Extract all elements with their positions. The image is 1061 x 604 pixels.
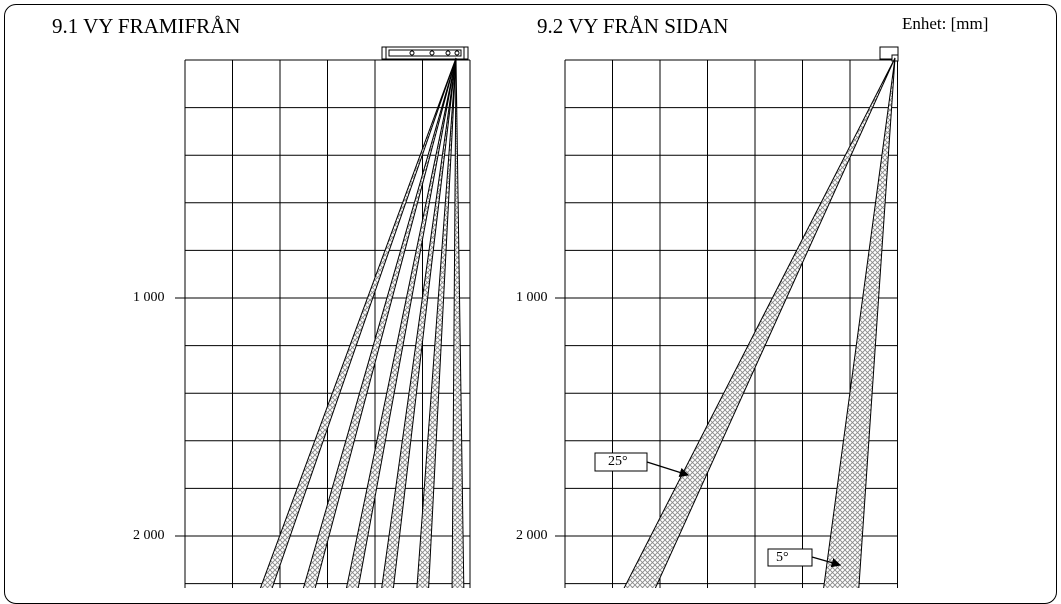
front-beam — [259, 57, 457, 588]
callout-25-label: 25° — [608, 454, 628, 469]
front-view-beams — [259, 57, 465, 588]
front-tick-2000: 2 000 — [133, 528, 165, 543]
side-view-grid — [555, 59, 898, 588]
side-view-title: 9.2 VY FRÅN SIDAN — [537, 14, 729, 38]
side-beam-25deg — [623, 57, 896, 588]
diagram-canvas — [175, 46, 899, 588]
front-beam — [416, 57, 457, 588]
front-sensor-icon — [381, 46, 469, 60]
front-beam — [451, 57, 465, 588]
unit-label: Enhet: [mm] — [902, 14, 989, 33]
front-tick-1000: 1 000 — [133, 290, 165, 305]
callout-5-label: 5° — [776, 550, 789, 565]
front-beam — [302, 57, 457, 588]
side-tick-2000: 2 000 — [516, 528, 548, 543]
side-beam-5deg — [823, 57, 896, 588]
callout-25deg — [594, 452, 690, 478]
front-beam — [381, 57, 457, 588]
front-view-grid — [175, 59, 471, 588]
front-view-title: 9.1 VY FRAMIFRÅN — [52, 14, 241, 38]
side-tick-1000: 1 000 — [516, 290, 548, 305]
side-view-beams — [623, 57, 896, 588]
front-beam — [345, 57, 457, 588]
callout-5deg — [767, 548, 842, 568]
